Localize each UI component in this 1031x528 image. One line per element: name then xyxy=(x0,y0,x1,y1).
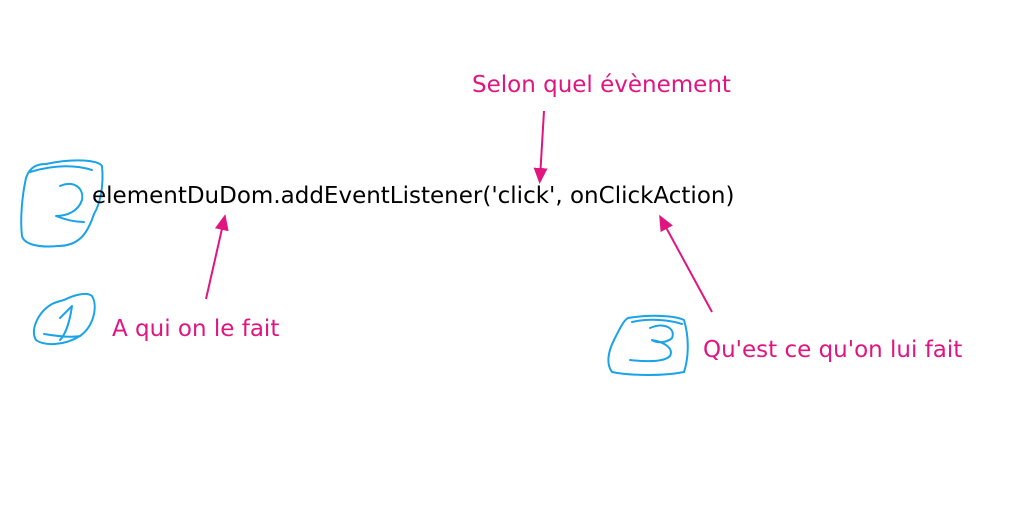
annotation-action: Qu'est ce qu'on lui fait xyxy=(703,337,963,363)
arrow-action xyxy=(659,214,713,313)
step-1-marker-icon xyxy=(33,292,96,346)
arrow-event xyxy=(533,110,548,184)
code-line: elementDuDom.addEventListener('click', o… xyxy=(92,183,735,209)
step-2-marker-icon xyxy=(20,159,104,248)
annotation-target: A qui on le fait xyxy=(112,316,280,342)
step-3-marker-icon xyxy=(607,314,689,376)
annotation-event: Selon quel évènement xyxy=(472,72,731,98)
arrow-target xyxy=(205,214,229,300)
